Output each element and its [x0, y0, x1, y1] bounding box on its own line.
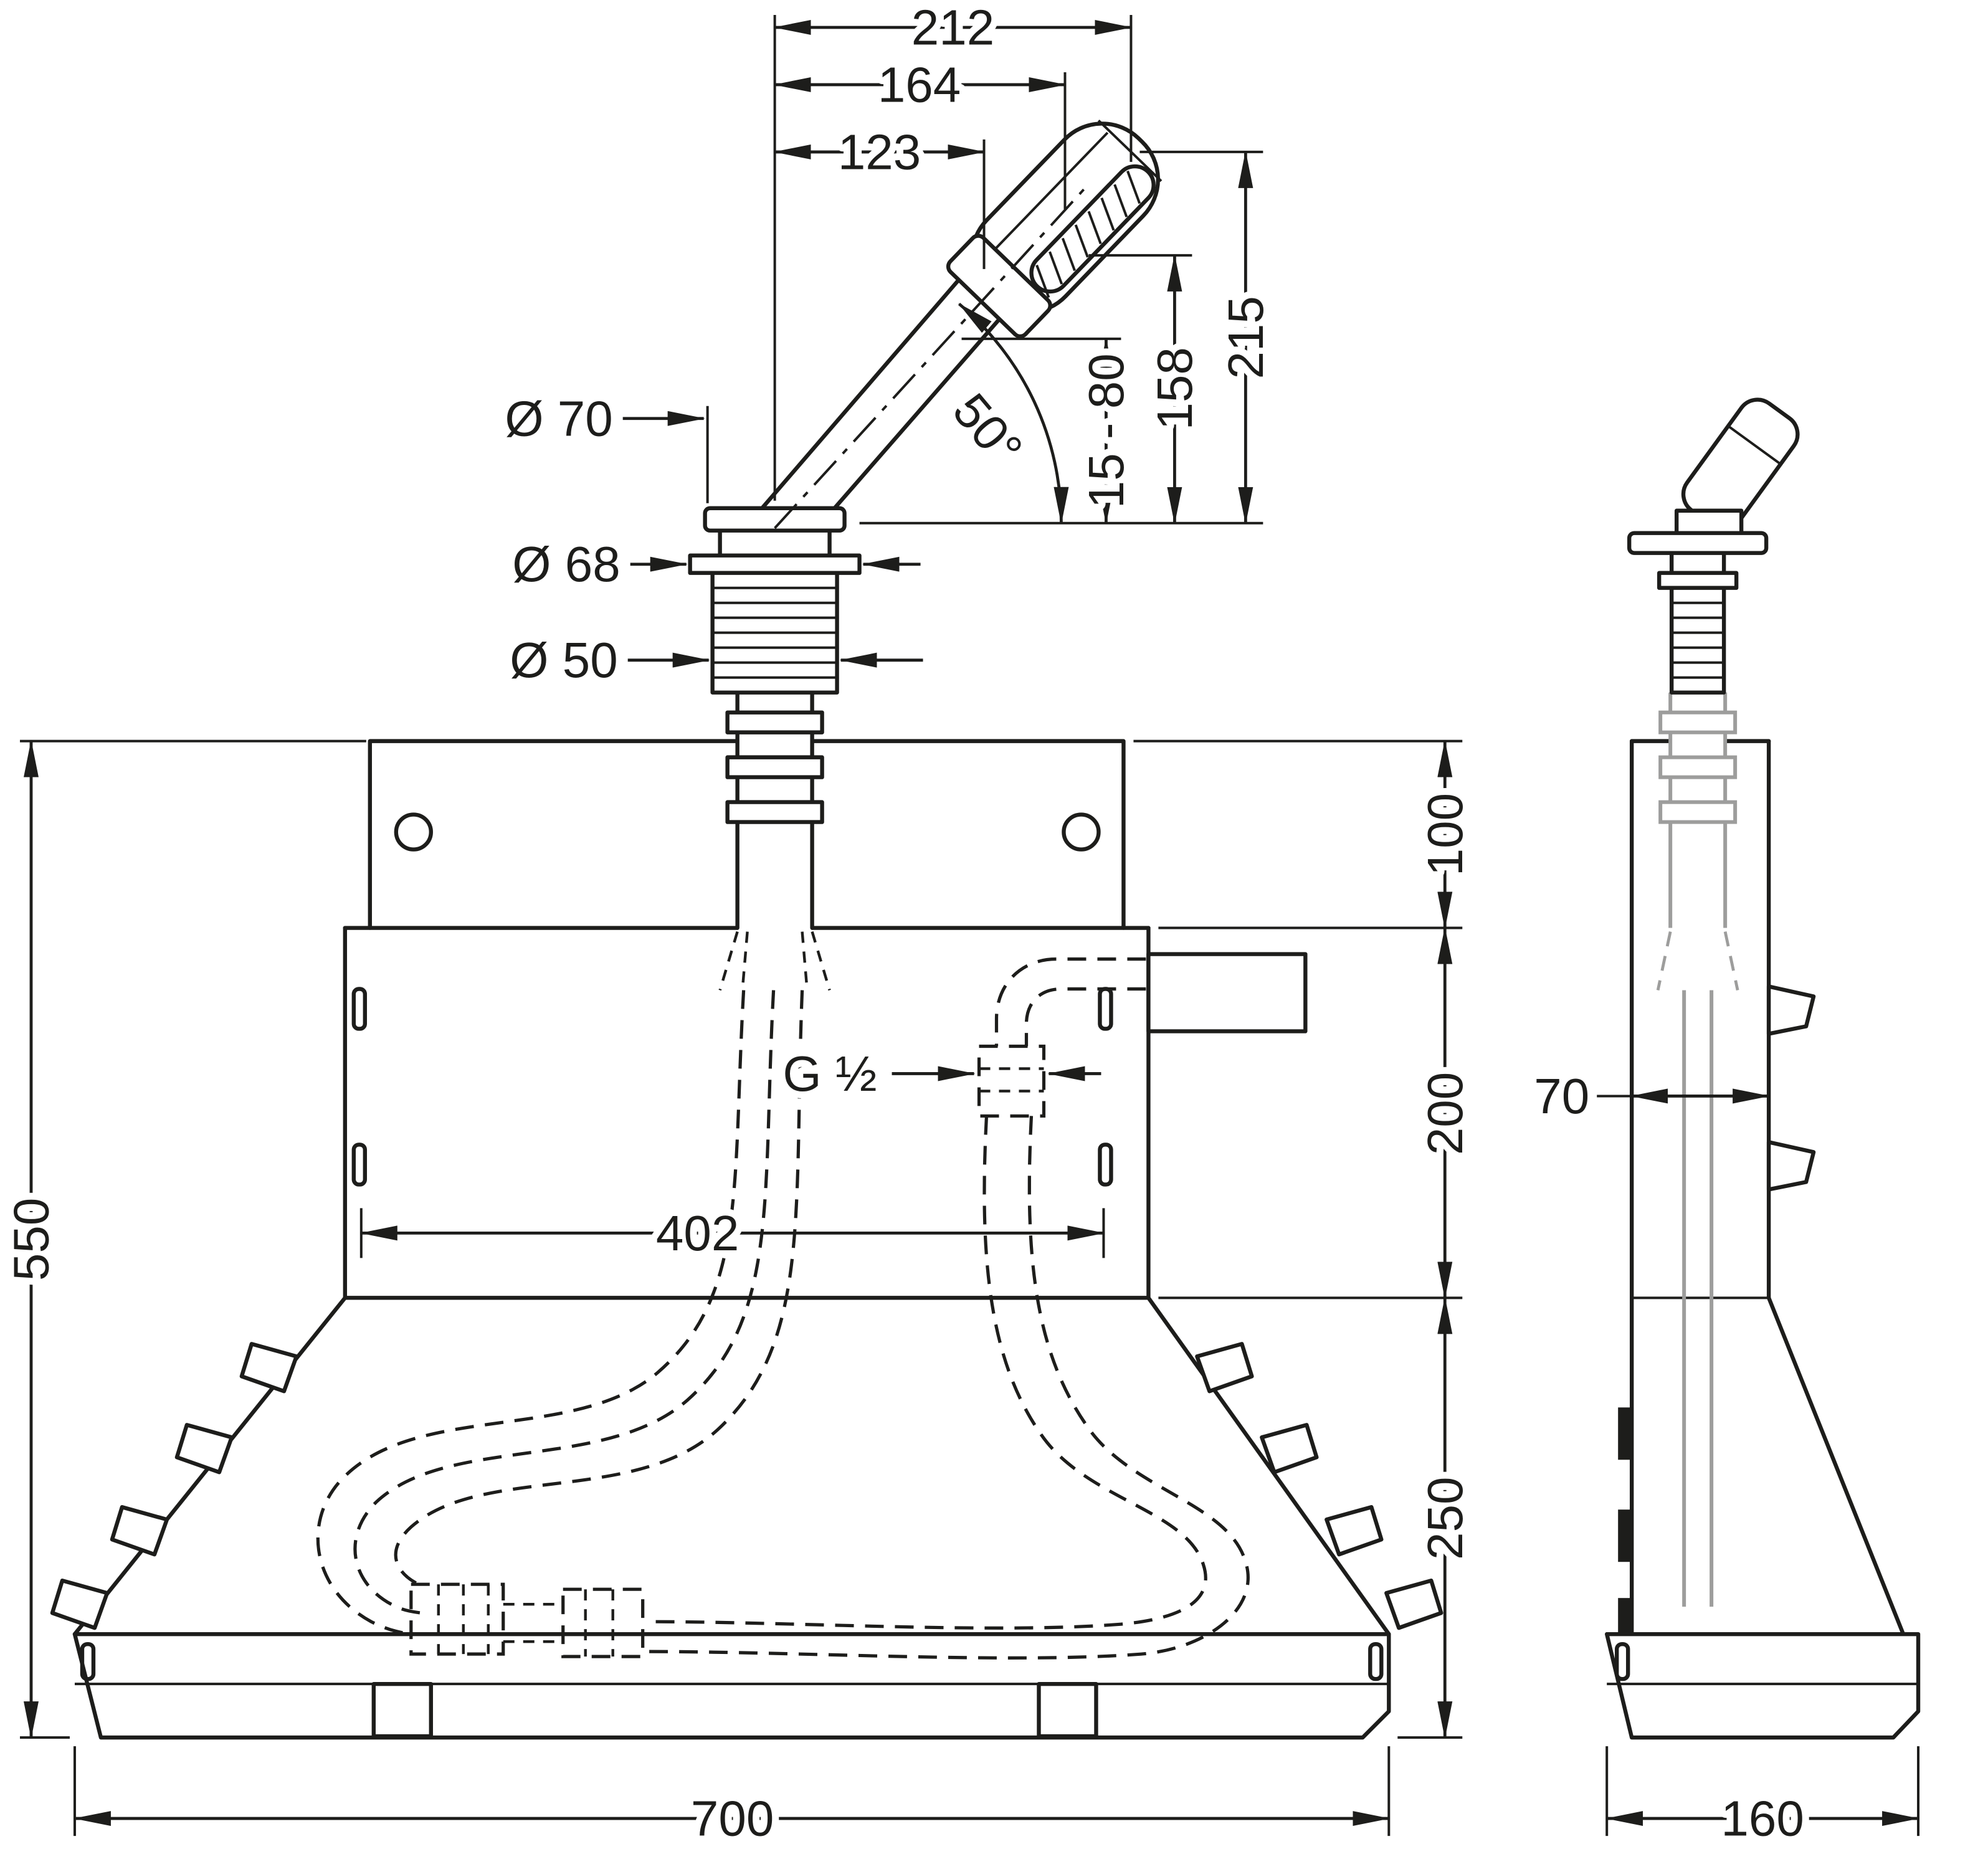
handle-collar-side — [1674, 508, 1744, 535]
clip-tab — [110, 1505, 169, 1557]
dim-160-label: 160 — [1721, 1791, 1804, 1846]
spray-face-hatch — [1035, 170, 1141, 298]
outlet-elbow — [994, 957, 1146, 1047]
body-neck — [718, 528, 832, 558]
clip-tab-side — [1766, 984, 1816, 1036]
dim-402-label: 402 — [656, 1205, 739, 1261]
shower-hose — [316, 990, 746, 1636]
dim-200-label: 200 — [1417, 1072, 1473, 1155]
clip-tab — [1195, 1342, 1254, 1394]
spray-face — [1029, 164, 1156, 294]
dim-100-label: 100 — [1417, 793, 1473, 876]
clip-tab — [1325, 1505, 1384, 1557]
body-flange — [688, 553, 862, 575]
pipe-coupling — [725, 710, 824, 734]
supply-hose — [647, 1116, 1207, 1630]
centre-axis — [774, 186, 1087, 530]
threaded-shank-side — [1669, 586, 1726, 695]
fixing-slot — [351, 987, 368, 1031]
supply-hose — [647, 1116, 1250, 1660]
base-foot — [1037, 1681, 1098, 1739]
dim-250-label: 250 — [1417, 1477, 1473, 1560]
mounting-hole-left — [394, 812, 433, 852]
dim-dia70-label: Ø 70 — [505, 391, 612, 446]
base-foot — [371, 1681, 433, 1739]
threaded-shank — [710, 571, 839, 695]
top-dimensions: 212 164 123 — [773, 0, 1133, 501]
dim-700-label: 700 — [691, 1791, 774, 1846]
clip-tab — [239, 1342, 299, 1394]
dim-550-label: 550 — [3, 1198, 59, 1281]
dim-158-label: 158 — [1147, 347, 1202, 430]
overall-height-dimension: 550 — [0, 739, 366, 1739]
right-dimension-chain: 100 200 250 — [1133, 739, 1480, 1739]
clip-mark — [1618, 1407, 1634, 1460]
base-slot — [1368, 1642, 1384, 1681]
hose-connector — [409, 1582, 505, 1656]
clip-tab — [50, 1578, 110, 1630]
inner-dimensions: 402 G ½ — [359, 1039, 1105, 1268]
side-view — [1604, 397, 1921, 1740]
mounting-hole-right — [1062, 812, 1101, 852]
dim-212-label: 212 — [911, 0, 994, 55]
g-half-fitting — [977, 1044, 1046, 1118]
hand-shower-front — [688, 119, 1163, 695]
riser-pipe-side-hidden — [1656, 692, 1739, 1607]
body-flange-side — [1657, 571, 1739, 590]
bottom-dimensions: 700 160 70 — [73, 1062, 1920, 1853]
base-plate — [72, 1632, 1391, 1740]
clip-tab-side — [1766, 1140, 1816, 1192]
diameter-dimensions: Ø 70 Ø 68 Ø 50 — [498, 384, 923, 695]
dim-dia68-label: Ø 68 — [512, 536, 620, 592]
dim-70-label: 70 — [1534, 1068, 1589, 1124]
pipe-coupling — [725, 755, 824, 779]
fixing-slot — [351, 1143, 368, 1187]
pipe-coupling — [725, 800, 824, 824]
base-slot-side — [1614, 1642, 1630, 1681]
base-plate-side — [1604, 1632, 1921, 1740]
outlet-block — [1146, 952, 1308, 1033]
front-view-body — [50, 739, 1443, 1740]
clip-mark — [1618, 1509, 1634, 1562]
dim-15-80-label: 15 - 80 — [1078, 353, 1134, 508]
fixing-slot — [1098, 1143, 1113, 1187]
dim-164-label: 164 — [878, 57, 961, 112]
dim-123-label: 123 — [838, 124, 921, 179]
hose-connector — [561, 1587, 645, 1658]
dim-215-label: 215 — [1218, 296, 1273, 379]
shower-hose — [394, 990, 804, 1586]
angle-arc — [958, 303, 1069, 525]
dim-ghalf-label: G ½ — [782, 1046, 877, 1101]
body-neck-side — [1669, 551, 1726, 575]
dim-dia50-label: Ø 50 — [510, 632, 617, 688]
escutcheon-side — [1627, 531, 1769, 555]
riser-pipe-front — [718, 690, 831, 991]
base-slot — [80, 1642, 96, 1681]
clip-tab — [174, 1423, 234, 1475]
clip-tab — [1260, 1423, 1319, 1475]
